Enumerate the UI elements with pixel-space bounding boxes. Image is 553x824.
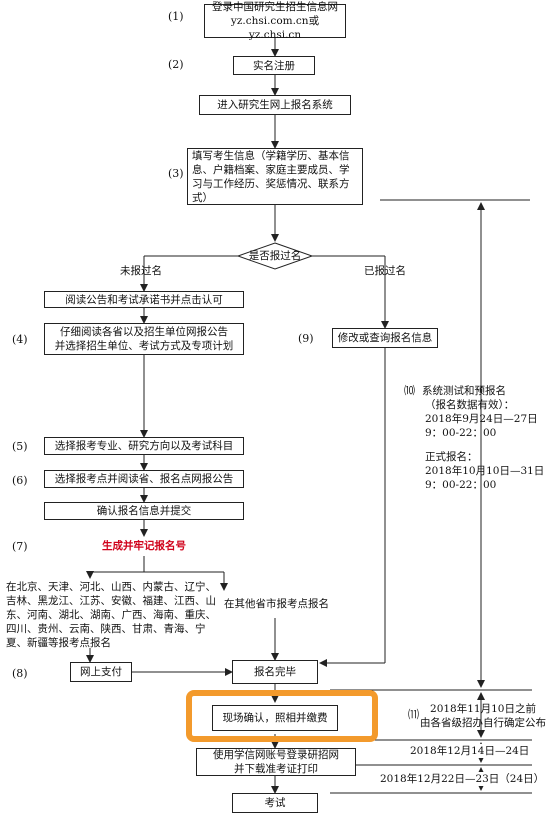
test-title: 系统测试和预报名 bbox=[422, 385, 506, 397]
decision-label: 是否报过名 bbox=[248, 250, 302, 262]
step-number-3: (3) bbox=[168, 167, 184, 180]
test-subtitle: （报名数据有效）： bbox=[425, 399, 515, 411]
choose-major-box: 选择报考专业、研究方向以及考试科目 bbox=[44, 437, 244, 455]
test-dates: 2018年9月24日—27日 bbox=[425, 413, 538, 425]
step-number-9: (9) bbox=[298, 332, 314, 345]
generate-id-label: 生成并牢记报名号 bbox=[102, 540, 186, 552]
step-number-6: (6) bbox=[12, 474, 28, 487]
regions-list-label: 在北京、天津、河北、山西、内蒙古、辽宁、吉林、黑龙江、江苏、安徽、福建、江西、山… bbox=[6, 581, 216, 649]
choose-site-box: 选择报考点并阅读省、报名点网报公告 bbox=[44, 470, 244, 488]
step-number-4: (4) bbox=[12, 333, 28, 346]
confirm-deadline-note: 2018年11月10日之前 由各省级招办自行确定公布 bbox=[420, 703, 546, 729]
register-box: 实名注册 bbox=[233, 56, 315, 75]
other-provinces-label: 在其他省市报考点报名 bbox=[224, 598, 329, 610]
step-number-8: (8) bbox=[12, 667, 28, 680]
formal-dates: 2018年10月10日—31日 bbox=[425, 465, 545, 477]
formal-time: 9：00-22：00 bbox=[425, 479, 497, 491]
read-notice-box: 阅读公告和考试承诺书并点击认可 bbox=[44, 291, 244, 308]
step-number-2: (2) bbox=[168, 58, 184, 71]
registered-label: 已报过名 bbox=[364, 265, 406, 277]
step-number-11: ⑾ bbox=[408, 708, 419, 721]
registration-complete-box: 报名完毕 bbox=[232, 660, 318, 684]
step-number-7: (7) bbox=[12, 540, 28, 553]
onsite-highlight-frame bbox=[186, 690, 378, 742]
modify-info-box: 修改或查询报名信息 bbox=[332, 328, 438, 348]
read-province-notice-box: 仔细阅读各省以及招生单位网报公告 并选择招生单位、考试方式及专项计划 bbox=[44, 323, 244, 355]
online-pay-box: 网上支付 bbox=[70, 662, 132, 682]
formal-title: 正式报名： bbox=[425, 451, 478, 463]
print-ticket-box: 使用学信网账号登录研招网 并下载准考证打印 bbox=[196, 748, 356, 776]
step-number-10: ⑽ bbox=[404, 384, 415, 397]
exam-dates-note: 2018年12月22日—23日（24日） bbox=[380, 772, 545, 786]
step-number-1: (1) bbox=[168, 10, 184, 23]
print-dates-note: 2018年12月14日—24日 bbox=[410, 744, 530, 758]
login-box: 登录中国研究生招生信息网 yz.chsi.com.cn或yz.chsi.cn bbox=[204, 1, 346, 41]
fill-info-box: 填写考生信息（学籍学历、基本信息、户籍档案、家庭主要成员、学习与工作经历、奖惩情… bbox=[187, 148, 363, 205]
not-registered-label: 未报过名 bbox=[120, 265, 162, 277]
enter-system-box: 进入研究生网上报名系统 bbox=[199, 95, 351, 115]
exam-box: 考试 bbox=[232, 793, 318, 813]
test-time: 9：00-22：00 bbox=[425, 427, 497, 439]
step-number-5: (5) bbox=[12, 440, 28, 453]
onsite-confirm-box: 现场确认，照相并缴费 bbox=[212, 705, 338, 731]
confirm-submit-box: 确认报名信息并提交 bbox=[44, 502, 244, 520]
